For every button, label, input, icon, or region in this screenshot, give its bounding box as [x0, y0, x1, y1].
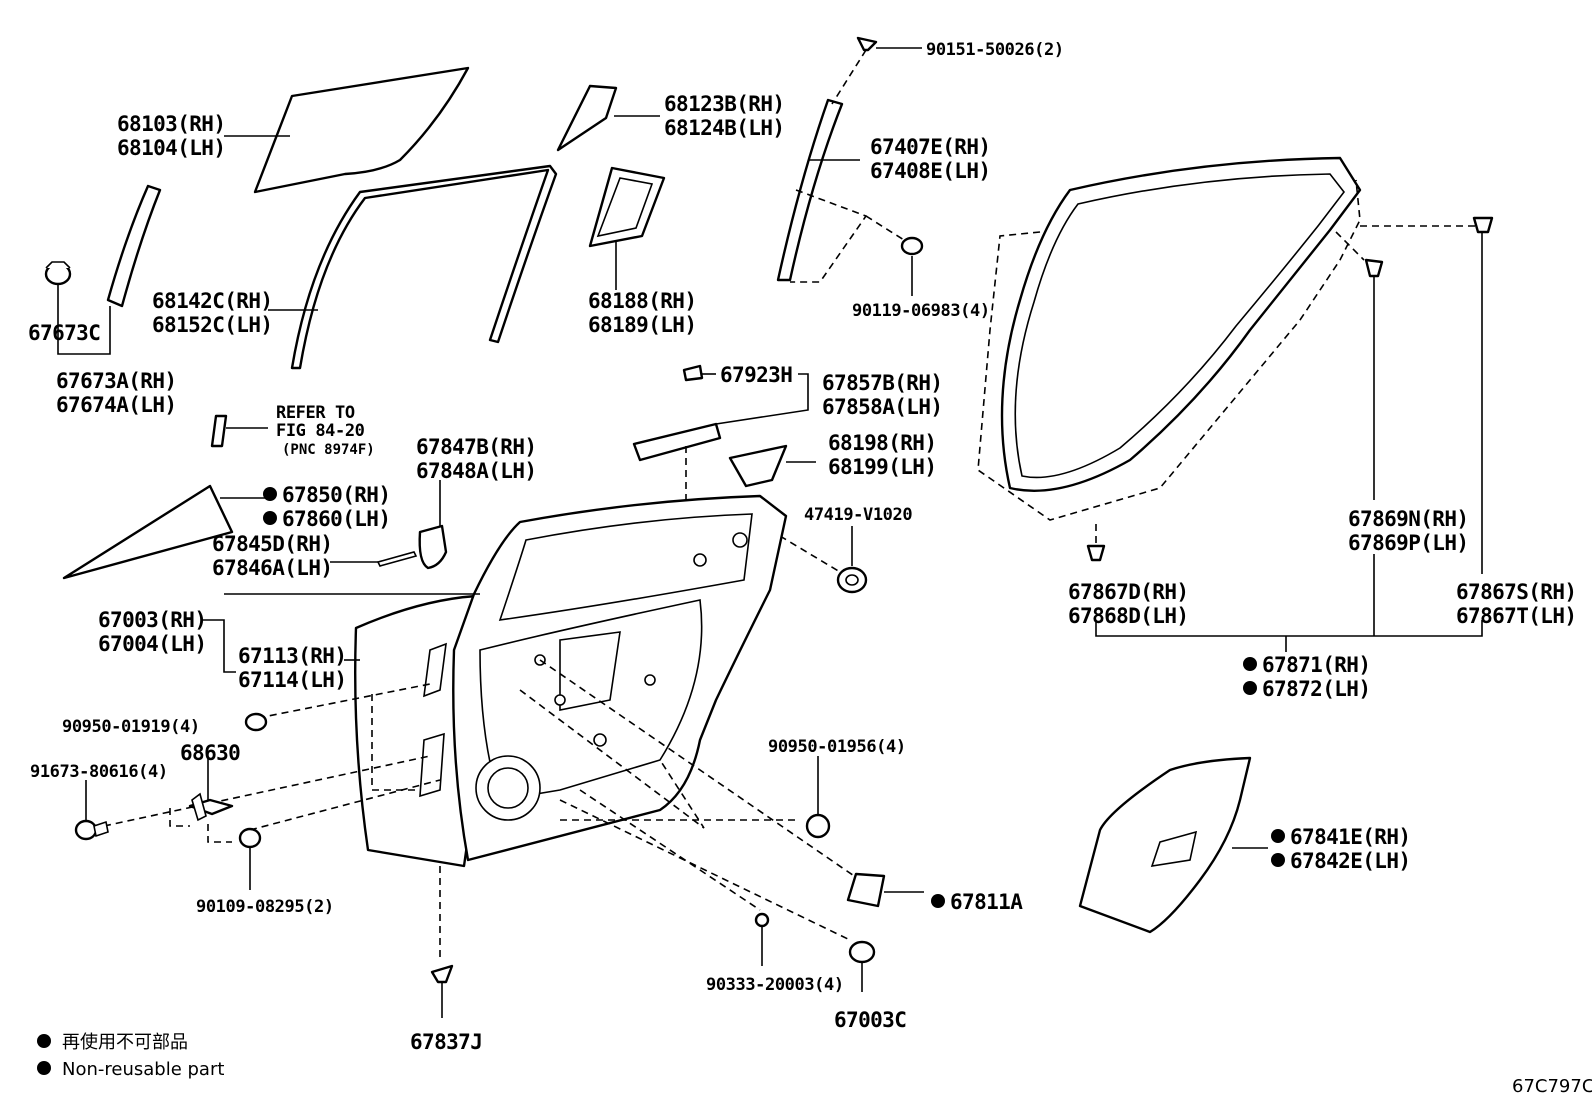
non-reusable-marker — [263, 487, 277, 501]
label-90950a: 90950-01919(4) — [62, 717, 200, 737]
label-67872: 67872(LH) — [1262, 677, 1370, 701]
label-refer-2: FIG 84-20 — [276, 421, 365, 441]
rear-door-panel-shape — [354, 494, 788, 868]
label-47419: 47419-V1020 — [804, 505, 912, 525]
label-67847: 67847B(RH) — [416, 435, 536, 459]
plug-90333-shape — [754, 912, 770, 928]
legend-text-en: Non-reusable part — [62, 1059, 224, 1080]
label-refer-3: (PNC 8974F) — [282, 442, 375, 458]
screw-90151-shape — [856, 36, 878, 52]
label-67674a: 67674A(LH) — [56, 393, 176, 417]
label-68188: 68188(RH) — [588, 289, 696, 313]
label-68198: 68198(RH) — [828, 431, 936, 455]
label-91673: 91673-80616(4) — [30, 762, 168, 782]
diagram-code: 67C797C — [1512, 1076, 1592, 1097]
label-68142: 68142C(RH) — [152, 289, 272, 313]
label-68123: 68123B(RH) — [664, 92, 784, 116]
run-channel-shape — [290, 164, 558, 370]
non-reusable-marker — [263, 511, 277, 525]
legend-marker-ja — [37, 1034, 51, 1048]
label-67841: 67841E(RH) — [1290, 825, 1410, 849]
label-68189: 68189(LH) — [588, 313, 696, 337]
non-reusable-marker — [1271, 829, 1285, 843]
non-reusable-marker — [1243, 657, 1257, 671]
weatherstrip-clip-67923-shape — [682, 364, 704, 382]
label-67408: 67408E(LH) — [870, 159, 990, 183]
non-reusable-marker — [1243, 681, 1257, 695]
legend-marker-en — [37, 1061, 51, 1075]
door-glass-shape — [253, 66, 470, 194]
label-90950b: 90950-01956(4) — [768, 737, 906, 757]
label-67114: 67114(LH) — [238, 668, 346, 692]
label-68104: 68104(LH) — [117, 136, 225, 160]
label-90333: 90333-20003(4) — [706, 975, 844, 995]
label-67811: 67811A — [950, 890, 1023, 914]
label-68199: 68199(LH) — [828, 455, 936, 479]
legend-text-ja: 再使用不可部品 — [62, 1032, 188, 1053]
label-67673c: 67673C — [28, 321, 100, 345]
stopper-67003c-shape — [848, 940, 876, 964]
label-90119: 90119-06983(4) — [852, 301, 990, 321]
label-67867s: 67867S(RH) — [1456, 580, 1576, 604]
label-68152: 68152C(LH) — [152, 313, 272, 337]
label-67923: 67923H — [720, 363, 792, 387]
label-67837: 67837J — [410, 1030, 482, 1054]
label-67867t: 67867T(LH) — [1456, 604, 1576, 628]
label-67867d: 67867D(RH) — [1068, 580, 1188, 604]
clip-67673c-shape — [44, 261, 72, 286]
label-67004: 67004(LH) — [98, 632, 206, 656]
division-bar-garnish-shape — [106, 184, 162, 308]
label-67869p: 67869P(LH) — [1348, 531, 1468, 555]
label-67845: 67845D(RH) — [212, 532, 332, 556]
label-67848: 67848A(LH) — [416, 459, 536, 483]
label-67850: 67850(RH) — [282, 483, 390, 507]
label-90151: 90151-50026(2) — [926, 40, 1064, 60]
bolt-90109-shape — [238, 827, 262, 849]
hinge-68630-shape — [188, 792, 234, 822]
non-reusable-marker — [931, 894, 945, 908]
door-weatherstrip-shape — [977, 156, 1362, 521]
label-67407: 67407E(RH) — [870, 135, 990, 159]
label-67868d: 67868D(LH) — [1068, 604, 1188, 628]
label-67858: 67858A(LH) — [822, 395, 942, 419]
grommet-90950b-shape — [805, 813, 831, 839]
label-67673a: 67673A(RH) — [56, 369, 176, 393]
label-68630: 68630 — [180, 741, 240, 765]
belt-moulding-shape — [62, 484, 234, 580]
label-90109: 90109-08295(2) — [196, 897, 334, 917]
label-67113: 67113(RH) — [238, 644, 346, 668]
door-frame-bracket-shape — [632, 422, 722, 462]
label-68103: 68103(RH) — [117, 112, 225, 136]
label-67003: 67003(RH) — [98, 608, 206, 632]
seal-67811a-shape — [846, 872, 886, 908]
label-67846: 67846A(LH) — [212, 556, 332, 580]
label-refer-1: REFER TO — [276, 403, 355, 423]
clip-67837j-shape — [430, 964, 454, 984]
cover-68198-shape — [728, 444, 788, 488]
label-67842: 67842E(LH) — [1290, 849, 1410, 873]
clip-67867d-shape — [1086, 544, 1106, 562]
label-67857: 67857B(RH) — [822, 371, 942, 395]
label-67003c: 67003C — [834, 1008, 906, 1032]
grommet-90950a-shape — [244, 712, 268, 732]
clip-67869n-shape — [1364, 258, 1384, 278]
outside-handle-frame-shape — [418, 524, 448, 570]
center-frame-moulding-shape — [776, 98, 844, 282]
bolt-90119-shape — [900, 236, 924, 256]
bolt-91673-shape — [74, 819, 109, 841]
label-67871: 67871(RH) — [1262, 653, 1370, 677]
clip-67867s-shape — [1472, 216, 1494, 234]
grommet-47419-shape — [836, 566, 868, 594]
non-reusable-marker — [1271, 853, 1285, 867]
quarter-glass-shape — [556, 84, 618, 152]
label-67869n: 67869N(RH) — [1348, 507, 1468, 531]
label-67860: 67860(LH) — [282, 507, 390, 531]
label-68124: 68124B(LH) — [664, 116, 784, 140]
